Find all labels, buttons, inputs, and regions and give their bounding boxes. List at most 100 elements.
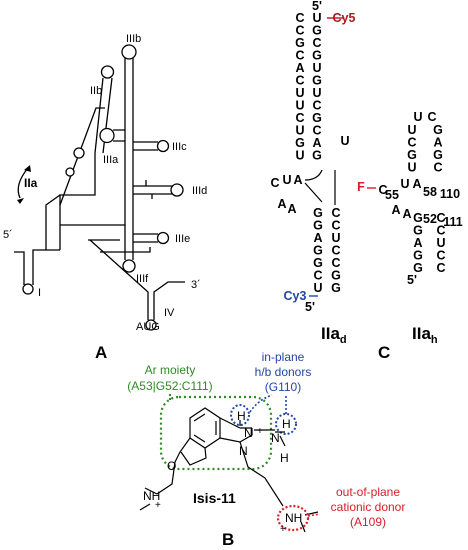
iiad-left-nt-11: U — [295, 149, 304, 163]
iiad-lowright-nt-2: U — [331, 231, 340, 245]
label-aug: AUG — [136, 321, 160, 333]
domain-iia-bulge — [73, 147, 85, 159]
inplane-title-1: in-plane — [262, 350, 305, 364]
iiah-top-u: U — [413, 110, 422, 124]
iiah-label-52: 52 — [423, 212, 437, 226]
cationic-title-1: out-of-plane — [336, 485, 400, 499]
iiah-label: IIah — [412, 324, 438, 346]
inplane-connectors — [249, 394, 287, 414]
iiad-lowleft-nt-1: G — [313, 219, 323, 233]
iiad-lowleft-nt-4: G — [313, 256, 323, 270]
atom-n-plus: N — [244, 426, 253, 440]
cationic-title-2: cationic donor — [331, 500, 406, 514]
iiad-left-nt-3: C — [295, 49, 304, 63]
amino-group — [254, 429, 286, 447]
iiah-lstem-nt-0: U — [407, 123, 416, 137]
iiah-five-prime: 5' — [407, 273, 417, 287]
iia-flex-arrow — [17, 167, 29, 199]
label-five-prime: 5´ — [3, 229, 13, 241]
backbone-left — [59, 153, 96, 250]
atom-plus-2: + — [155, 500, 161, 511]
iiad-lowleft-nt-5: C — [313, 269, 322, 283]
left-amine-chain — [139, 461, 176, 511]
domain-iiie-loop — [156, 231, 170, 245]
iiad-left-nt-6: U — [295, 86, 304, 100]
iiah-f-label: F — [357, 180, 365, 194]
iiah-a3: A — [391, 203, 400, 217]
iiad-lowleft-nt-2: A — [313, 231, 322, 245]
cationic-residue: (A109) — [350, 515, 386, 529]
label-iib: IIb — [90, 85, 102, 97]
domain-iiid-loop — [170, 183, 184, 197]
domain-iiif-stem — [124, 225, 134, 260]
domain-iii-base — [60, 203, 134, 226]
iiad-right-nt-8: G — [312, 111, 322, 125]
iiah-top-c: C — [427, 110, 436, 124]
iiah-rstem-nt-3: C — [433, 161, 442, 175]
domain-iiia-stem — [113, 129, 125, 142]
label-three-prime: 3´ — [191, 279, 201, 291]
label-domain-i: I — [38, 287, 41, 299]
label-domain-iv: IV — [164, 307, 175, 319]
domain-iia-inner — [45, 194, 61, 250]
atom-nh-left: NH — [143, 489, 160, 503]
label-iiie: IIIe — [175, 233, 190, 245]
ar-moiety-box — [159, 395, 273, 471]
iiad-right-nt-7: C — [312, 99, 321, 113]
domain-iiia-loop — [99, 127, 115, 144]
iiad-cy5-label: Cy5 — [333, 11, 356, 25]
iiad-right-nt-3: G — [312, 49, 322, 63]
panel-b-letter: B — [222, 530, 234, 549]
atom-h-top: H — [237, 409, 246, 423]
benzene-double-bonds — [193, 413, 217, 443]
panel-a-letter: A — [95, 343, 107, 362]
label-iiia: IIIa — [103, 154, 119, 166]
iiah-rstem-nt-2: G — [433, 148, 443, 162]
iiad-lowright-nt-5: G — [331, 269, 341, 283]
iiad-lowright-nt-6: G — [331, 281, 341, 295]
iiad-left-nt-4: A — [295, 61, 304, 75]
domain-iiie-stem — [133, 233, 158, 243]
iiah-rstem-nt-0: G — [433, 123, 443, 137]
atom-nh: N — [271, 431, 280, 445]
iiad-label: IIad — [321, 324, 347, 346]
iiad-right-nt-5: G — [312, 74, 322, 88]
domain-iiib-stem — [124, 58, 134, 203]
iiah-lowright-nt-0: C — [436, 211, 445, 225]
domain-iia-bulge-2 — [65, 167, 75, 177]
iiad-lowleft-nt-6: U — [313, 281, 322, 295]
label-iiib: IIIb — [126, 33, 141, 45]
domain-iv-loop — [145, 319, 157, 331]
panel-c-letter: C — [378, 343, 390, 362]
iiad-right-nt-0: U — [312, 11, 321, 25]
domain-iiif-lines — [88, 239, 185, 320]
label-iiic: IIIc — [172, 141, 187, 153]
iiah-rstem-nt-1: A — [433, 136, 442, 150]
propyl-chain — [239, 441, 284, 507]
iiad-right-nt-6: U — [312, 86, 321, 100]
domain-iiic-stem — [133, 141, 158, 151]
inplane-residue: (G110) — [265, 380, 301, 394]
iiah-lowleft-nt-1: G — [413, 224, 423, 238]
iiah-c55: C — [378, 183, 387, 197]
iiad-right-nt-11: G — [312, 149, 322, 163]
domain-iiid-stem — [133, 185, 172, 195]
cationic-donor-circle — [276, 504, 310, 532]
label-iia: IIa — [24, 176, 38, 190]
iiah-lstem-nt-1: C — [407, 136, 416, 150]
iiah-lstem-nt-3: U — [407, 161, 416, 175]
atom-o: O — [167, 459, 176, 473]
iiah-a: A — [412, 177, 421, 191]
iiad-right-nt-9: C — [312, 124, 321, 138]
iiah-lowleft-nt-3: G — [413, 249, 423, 263]
iiad-right-nt-4: U — [312, 61, 321, 75]
iiad-loop-u: U — [282, 173, 291, 187]
iiah-lowleft-nt-4: G — [413, 261, 423, 275]
iiah-lowright-nt-4: C — [436, 261, 445, 275]
panel-a-ires-diagram — [14, 44, 185, 331]
